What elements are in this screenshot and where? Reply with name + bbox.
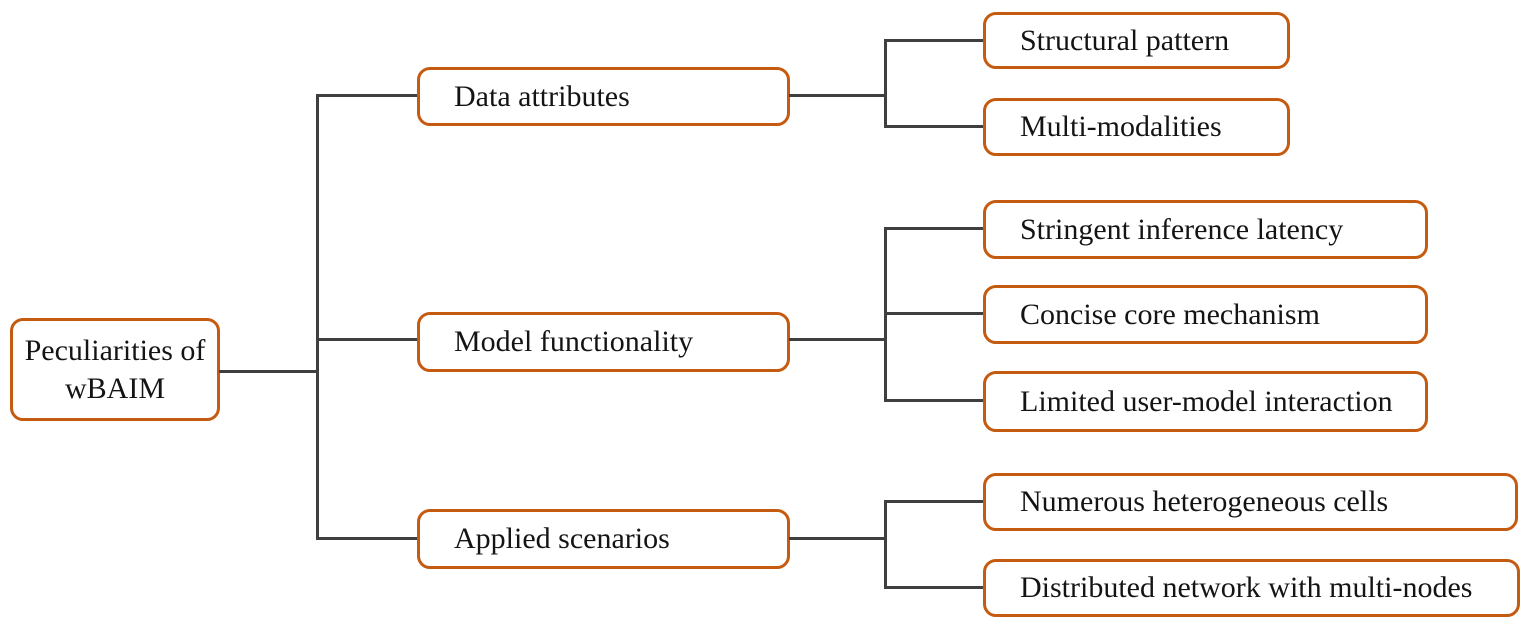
node-data-attributes: Data attributes [417, 67, 790, 126]
connector-to-concise-core-mechanism [884, 312, 983, 315]
connector-data-attributes-out [789, 94, 886, 97]
connector-data-attributes-vertical [884, 39, 887, 128]
node-limited-user-model-interaction: Limited user-model interaction [983, 371, 1428, 432]
connector-to-stringent-inference-latency [884, 227, 983, 230]
connector-root-to-trunk [219, 370, 318, 373]
node-concise-core-mechanism: Concise core mechanism [983, 285, 1428, 344]
connector-model-functionality-out [789, 338, 886, 341]
connector-applied-scenarios-out [789, 537, 886, 540]
node-distributed-network-multi-nodes: Distributed network with multi-nodes [983, 559, 1520, 617]
node-structural-pattern: Structural pattern [983, 12, 1290, 69]
connector-to-distributed-network [884, 586, 983, 589]
connector-trunk-to-data-attributes [316, 94, 417, 97]
node-applied-scenarios: Applied scenarios [417, 509, 790, 569]
node-stringent-inference-latency: Stringent inference latency [983, 200, 1428, 259]
connector-trunk-to-model-functionality [316, 338, 417, 341]
connector-to-limited-user-model-interaction [884, 399, 983, 402]
connector-to-multi-modalities [884, 125, 983, 128]
connector-to-numerous-heterogeneous-cells [884, 500, 983, 503]
connector-trunk-vertical [316, 94, 319, 540]
connector-to-structural-pattern [884, 39, 983, 42]
connector-applied-scenarios-vertical [884, 500, 887, 589]
node-multi-modalities: Multi-modalities [983, 98, 1290, 156]
connector-trunk-to-applied-scenarios [316, 537, 417, 540]
node-model-functionality: Model functionality [417, 312, 790, 372]
node-root-peculiarities-of-wbaim: Peculiarities of wBAIM [10, 318, 220, 421]
node-numerous-heterogeneous-cells: Numerous heterogeneous cells [983, 473, 1518, 531]
